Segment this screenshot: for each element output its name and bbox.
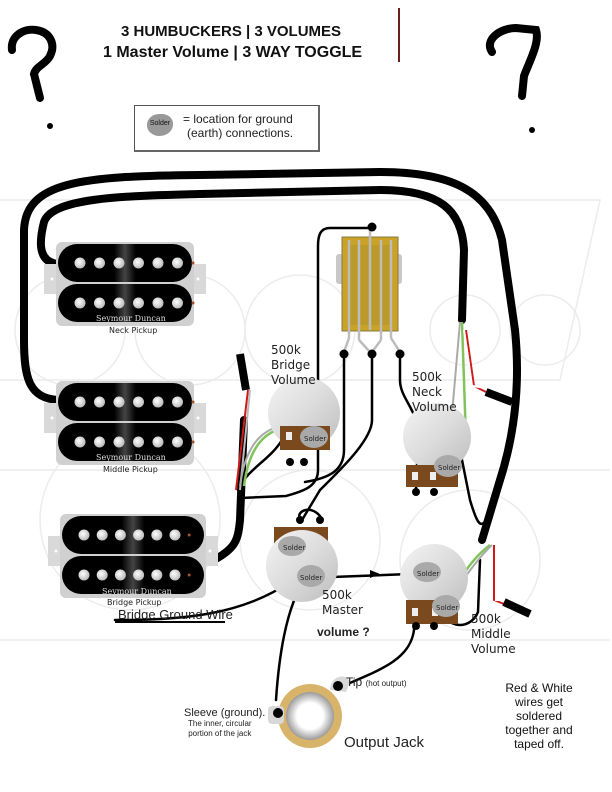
pole-piece bbox=[94, 257, 105, 269]
pole-piece bbox=[94, 297, 105, 309]
cable-neck bbox=[36, 185, 469, 324]
pole-piece bbox=[133, 297, 144, 309]
cable-middle bbox=[20, 167, 521, 544]
pole-piece bbox=[94, 396, 105, 408]
legend-box: Solder = location for ground (earth) con… bbox=[134, 105, 320, 152]
pole-piece bbox=[96, 569, 108, 581]
pot-bridge-volume bbox=[268, 377, 340, 466]
legend-text: = location for ground (earth) connection… bbox=[183, 112, 293, 140]
jack-tip-label: Tip (hot output) bbox=[346, 675, 407, 689]
solder-tag-middle-1: Solder bbox=[417, 570, 440, 578]
pole-piece bbox=[152, 297, 164, 309]
pot-master-volume bbox=[266, 516, 338, 602]
pickup-screw bbox=[191, 261, 195, 265]
output-jack bbox=[268, 676, 350, 748]
pole-piece bbox=[113, 297, 125, 309]
pot-neck-volume bbox=[403, 403, 471, 496]
legend-line-2: (earth) connections. bbox=[187, 126, 294, 140]
solder-tag-bridge: Solder bbox=[304, 435, 327, 443]
pole-piece bbox=[172, 297, 183, 309]
pickup-screw bbox=[191, 440, 195, 444]
pole-piece bbox=[74, 297, 86, 309]
pickup-screw bbox=[187, 573, 191, 577]
pole-piece bbox=[133, 436, 144, 448]
pole-piece bbox=[114, 529, 126, 541]
pickup-cables bbox=[20, 167, 521, 564]
pole-piece bbox=[94, 436, 105, 448]
pickup-bridge-label: Bridge Pickup bbox=[107, 598, 162, 607]
pole-piece bbox=[113, 396, 125, 408]
pole-piece bbox=[113, 436, 125, 448]
pole-piece bbox=[169, 529, 181, 541]
pole-piece bbox=[78, 529, 90, 541]
pole-piece bbox=[169, 569, 181, 581]
question-dot-right bbox=[529, 127, 535, 133]
pickup-middle-label: Middle Pickup bbox=[103, 465, 158, 474]
pot-middle-volume bbox=[400, 544, 468, 630]
jack-sleeve-label: Sleeve (ground). bbox=[184, 707, 266, 719]
toggle-switch bbox=[336, 222, 405, 359]
pole-piece bbox=[74, 436, 86, 448]
pole-piece bbox=[113, 257, 125, 269]
cable-bridge bbox=[210, 416, 248, 564]
pole-piece bbox=[78, 569, 90, 581]
pole-piece bbox=[74, 396, 86, 408]
pickup-middle-brand: Seymour Duncan bbox=[96, 453, 166, 462]
taped-wire-ends bbox=[236, 353, 532, 618]
pole-piece bbox=[152, 396, 164, 408]
pole-piece bbox=[152, 257, 164, 269]
question-dot-left bbox=[47, 123, 53, 129]
pole-piece bbox=[172, 436, 183, 448]
solder-tag-master-1: Solder bbox=[283, 544, 306, 552]
guitar-body-outline bbox=[0, 199, 610, 641]
pole-piece bbox=[133, 396, 144, 408]
header-line-2: 1 Master Volume | 3 WAY TOGGLE bbox=[103, 44, 363, 61]
solder-tag-middle-2: Solder bbox=[436, 604, 459, 612]
pickup-bridge-brand: Seymour Duncan bbox=[102, 587, 172, 596]
pickup-neck-label: Neck Pickup bbox=[109, 326, 158, 335]
solder-legend-icon: Solder bbox=[147, 114, 173, 136]
pole-piece bbox=[152, 436, 164, 448]
pole-piece bbox=[74, 257, 86, 269]
question-mark-right-icon bbox=[486, 23, 541, 100]
pole-piece bbox=[172, 257, 183, 269]
question-mark-left-icon bbox=[7, 25, 57, 102]
pickup-screw bbox=[187, 533, 191, 537]
pickup-screw bbox=[191, 301, 195, 305]
pole-piece bbox=[151, 569, 163, 581]
pole-pieces bbox=[74, 257, 195, 581]
pole-piece bbox=[151, 529, 163, 541]
header-line-1: 3 HUMBUCKERS | 3 VOLUMES bbox=[121, 23, 342, 40]
solder-tag-master-2: Solder bbox=[300, 574, 323, 582]
pickup-neck-brand: Seymour Duncan bbox=[96, 314, 166, 323]
bridge-ground-wire-label: Bridge Ground Wire bbox=[118, 607, 233, 622]
pole-piece bbox=[133, 529, 145, 541]
pole-piece bbox=[114, 569, 126, 581]
output-jack-title: Output Jack bbox=[344, 734, 425, 751]
pole-piece bbox=[133, 569, 145, 581]
solder-tag-neck: Solder bbox=[438, 464, 461, 472]
legend-line-1: = location for ground bbox=[183, 112, 293, 126]
pot-master-question: volume ? bbox=[317, 625, 370, 639]
pole-piece bbox=[172, 396, 183, 408]
pickup-screw bbox=[191, 400, 195, 404]
pole-piece bbox=[133, 257, 144, 269]
pole-piece bbox=[96, 529, 108, 541]
